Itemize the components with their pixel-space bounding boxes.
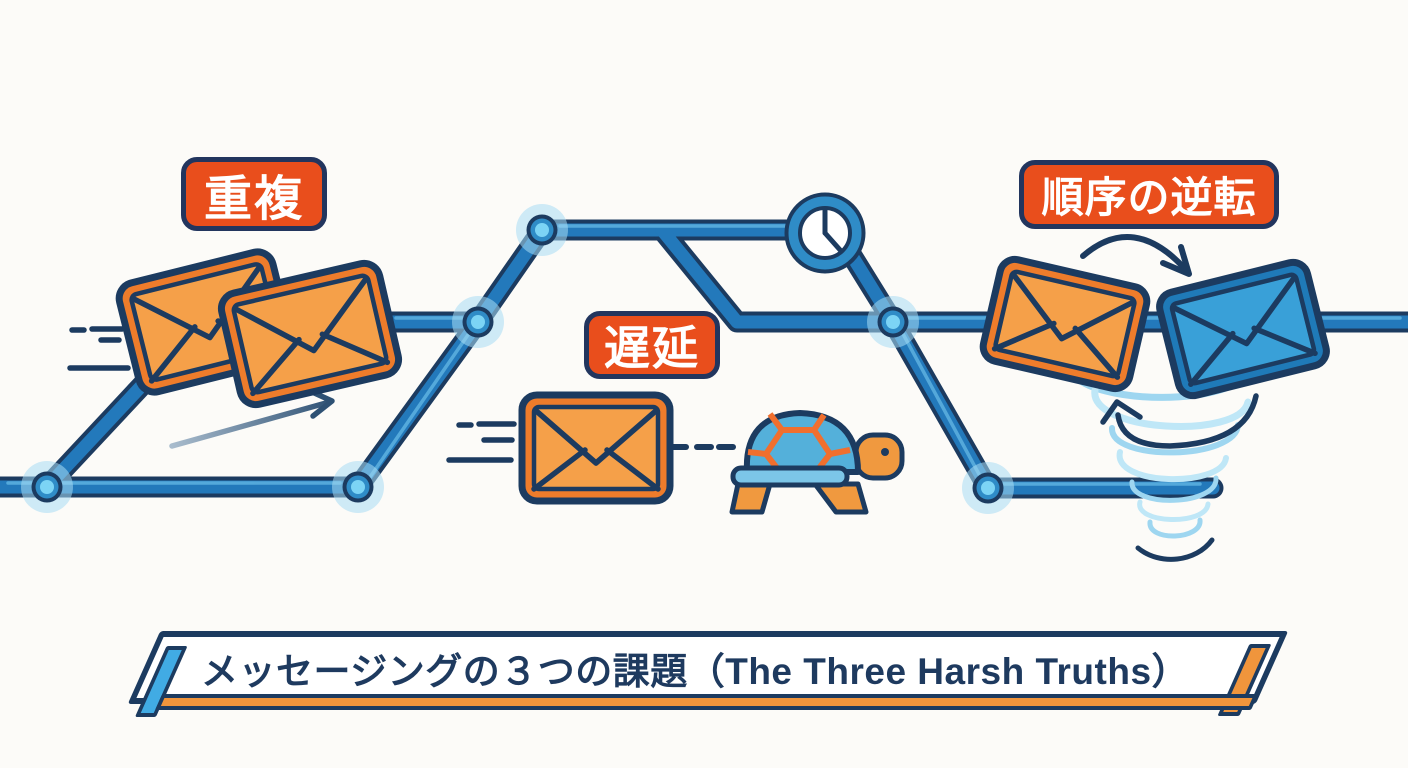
clock-hands [822, 206, 844, 254]
clock-icon [784, 192, 866, 274]
route-node [962, 462, 1014, 514]
label-reordering: 順序の逆転 [1019, 160, 1279, 229]
label-duplication-text: 重複 [203, 173, 304, 226]
swap-arrows-icon [1080, 234, 1259, 562]
route-node [867, 296, 919, 348]
envelope-icon [1156, 258, 1330, 400]
speed-lines-icon [67, 326, 131, 371]
speed-lines-icon [446, 421, 517, 463]
label-duplication: 重複 [181, 157, 327, 231]
label-reordering-text: 順序の逆転 [1041, 174, 1257, 221]
page-title: メッセージングの３つの課題（The Three Harsh Truths） [200, 650, 1190, 692]
duplicate-envelopes-icon [115, 248, 403, 409]
envelope-icon [217, 259, 403, 409]
label-delay: 遅延 [584, 311, 720, 379]
envelope-icon [518, 391, 674, 505]
turtle-shell-rim [730, 465, 850, 488]
turtle-shell [743, 410, 861, 475]
tornado-icon [1068, 364, 1256, 539]
route-node [516, 204, 568, 256]
route-nodes [21, 204, 1014, 514]
turtle-icon [729, 410, 905, 515]
envelope-icon [979, 255, 1151, 393]
turtle-front-leg [812, 481, 869, 515]
route-node [332, 461, 384, 513]
turtle-head [853, 432, 905, 481]
turtle-back-leg [729, 481, 773, 515]
route-node [452, 296, 504, 348]
label-delay-text: 遅延 [604, 322, 700, 374]
route-node [21, 461, 73, 513]
title-banner: メッセージングの３つの課題（The Three Harsh Truths） [127, 631, 1289, 717]
turtle-eye [881, 448, 889, 456]
